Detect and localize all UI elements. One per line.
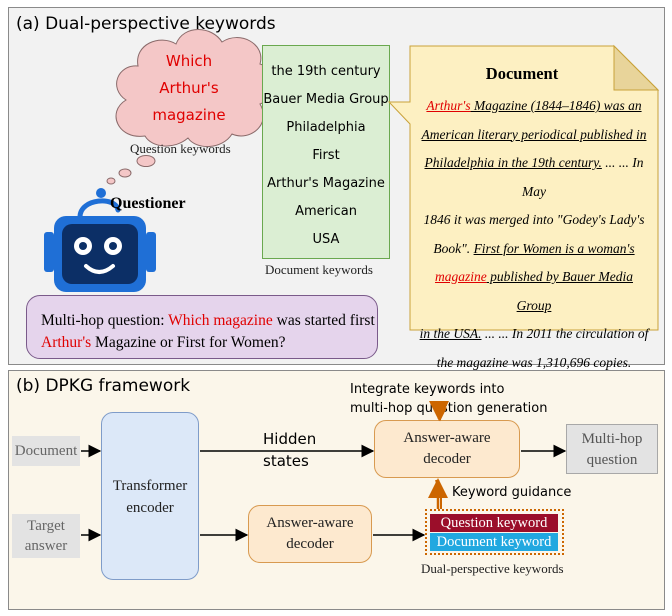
answer-aware-decoder-bottom: Answer-aware decoder: [248, 505, 372, 563]
encoder-line-2: encoder: [126, 500, 174, 516]
question-highlight-which-magazine: Which magazine: [168, 312, 273, 329]
question-prefix: Multi-hop question:: [41, 312, 169, 329]
multi-hop-question-box: Multi-hop question: Which magazine was s…: [26, 295, 378, 359]
decoder-top-line-2: decoder: [423, 451, 471, 467]
integrate-line-1: Integrate keywords into: [350, 382, 505, 397]
document-input-box: Document: [12, 436, 80, 466]
document-segment: ... ... In 2011 the circulation of: [481, 326, 649, 341]
document-segment: ... ... In May: [522, 155, 644, 199]
document-line: American literary periodical published i…: [418, 121, 650, 150]
document-line: the magazine was 1,310,696 copies.: [418, 349, 650, 378]
document-keywords-box: the 19th century Bauer Media Group Phila…: [262, 45, 390, 259]
document-keyword-chip: Document keyword: [430, 533, 558, 551]
document-segment: magazine: [435, 269, 487, 284]
target-answer-input-box: Target answer: [12, 514, 80, 558]
document-line: in the USA. ... ... In 2011 the circulat…: [418, 320, 650, 349]
thought-dot-large: [136, 155, 156, 167]
document-folded-corner: [613, 44, 660, 91]
question-keyword-chip: Question keyword: [430, 514, 558, 532]
dual-keywords-frame: [425, 509, 564, 555]
decoder-bottom-line-1: Answer-aware: [266, 515, 354, 531]
document-segment: American literary periodical published i…: [421, 126, 647, 142]
dual-perspective-caption: Dual-perspective keywords: [421, 561, 564, 576]
output-line-2: question: [586, 452, 638, 468]
question-suffix: Magazine or First for Women?: [91, 334, 286, 351]
document-keywords-caption: Document keywords: [265, 262, 373, 277]
document-segment: in the USA.: [419, 326, 482, 341]
decoder-top-line-1: Answer-aware: [403, 430, 491, 446]
document-segment: First for Women is a woman's: [473, 240, 635, 256]
panel-a-title: (a) Dual-perspective keywords: [16, 14, 276, 34]
cloud-line-1: Which: [165, 52, 213, 70]
document-segment: Magazine (1844–1846) was an: [470, 98, 642, 113]
document-input-label: Document: [14, 443, 78, 459]
document-keyword-item: First: [312, 148, 340, 163]
output-line-1: Multi-hop: [581, 431, 643, 447]
document-segment: published by Bauer Media Group: [486, 269, 633, 313]
transformer-encoder-box: Transformer encoder: [101, 412, 199, 580]
document-line: magazine published by Bauer Media Group: [418, 263, 650, 320]
document-segment: Book".: [433, 240, 474, 256]
document-keyword-item: Philadelphia: [286, 120, 366, 135]
document-keyword-item: the 19th century: [271, 64, 381, 79]
document-line: 1846 it was merged into "Godey's Lady's: [418, 206, 650, 235]
multi-hop-question-output-box: Multi-hop question: [566, 424, 658, 474]
document-keyword-item: American: [295, 204, 357, 219]
hidden-line-1: Hidden: [263, 430, 317, 448]
document-text: Arthur's Magazine (1844–1846) was an Amer…: [418, 92, 650, 377]
question-keywords-caption: Question keywords: [130, 141, 231, 156]
cloud-line-3: magazine: [152, 106, 226, 124]
question-middle: was started first: [272, 312, 375, 329]
thought-dot-medium: [118, 168, 132, 178]
encoder-line-1: Transformer: [112, 478, 188, 494]
document-segment: the magazine was 1,310,696 copies.: [436, 354, 632, 370]
document-segment: Arthur's: [426, 98, 471, 113]
decoder-bottom-line-2: decoder: [286, 536, 334, 552]
panel-b-title: (b) DPKG framework: [16, 376, 191, 396]
document-segment: 1846 it was merged into "Godey's Lady's: [423, 212, 645, 227]
cloud-text: Which Arthur's magazine: [130, 48, 248, 129]
hidden-line-2: states: [263, 452, 309, 470]
answer-aware-decoder-top: Answer-aware decoder: [374, 420, 520, 478]
cloud-shape: [115, 29, 277, 147]
document-segment: Philadelphia in the 19th century.: [424, 155, 602, 170]
document-line: Philadelphia in the 19th century. ... ..…: [418, 149, 650, 206]
target-answer-line-2: answer: [24, 538, 68, 554]
keyword-guidance-label: Keyword guidance: [452, 485, 572, 500]
document-line: Arthur's Magazine (1844–1846) was an: [418, 92, 650, 121]
document-title: Document: [485, 64, 559, 83]
document-keyword-item: USA: [312, 232, 340, 247]
document-line: Book". First for Women is a woman's: [418, 235, 650, 264]
cloud-line-2: Arthur's: [159, 79, 219, 97]
document-keyword-item: Arthur's Magazine: [267, 176, 385, 191]
thought-dot-small: [106, 177, 116, 185]
hidden-states-label: Hidden states: [263, 428, 316, 472]
question-highlight-arthurs: Arthur's: [41, 334, 92, 351]
questioner-label: Questioner: [110, 195, 186, 212]
document-keyword-item: Bauer Media Group: [263, 92, 389, 107]
target-answer-line-1: Target: [27, 518, 65, 534]
